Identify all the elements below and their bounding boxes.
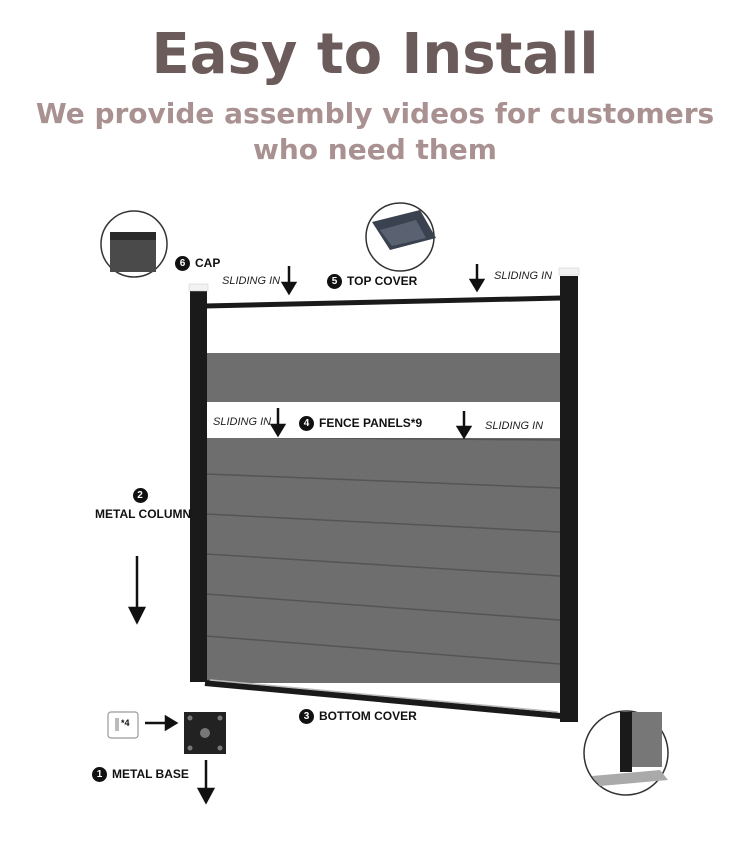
page-title: Easy to Install (151, 22, 599, 87)
sliding-in-top-right: SLIDING IN (494, 270, 553, 282)
subtitle-line-1: We provide assembly videos for customers (35, 97, 715, 130)
sliding-in-mid-left: SLIDING IN (213, 416, 272, 428)
left-cap (188, 283, 209, 292)
panel-seams (205, 436, 561, 665)
right-column (560, 276, 578, 722)
metal-column-label: 2 METAL COLUMN (95, 488, 192, 522)
cap-detail-circle (100, 210, 168, 278)
sliding-in-mid-right: SLIDING IN (485, 420, 544, 432)
screw-icon (107, 711, 139, 739)
page-subtitle: We provide assembly videos for customers… (30, 96, 720, 168)
top-gap (206, 304, 560, 352)
bottom-cover-bar (204, 680, 562, 719)
metal-base-plate (184, 712, 226, 754)
right-arrow (145, 714, 179, 732)
sliding-gap (206, 402, 560, 438)
metal-base-number: 1 (92, 767, 107, 783)
screw-count: *4 (121, 718, 130, 728)
left-column (190, 290, 207, 682)
metal-column-number: 2 (132, 488, 148, 504)
top-cover-number: 5 (327, 274, 342, 290)
down-arrows (127, 264, 486, 805)
top-cover-detail-circle (365, 202, 436, 272)
top-cover-bar (204, 295, 562, 309)
sliding-in-top-left: SLIDING IN (222, 275, 281, 287)
subtitle-line-2: who need them (253, 133, 497, 166)
bottom-cover-number: 3 (299, 709, 314, 725)
fence-panels-number: 4 (299, 416, 314, 432)
base-detail-circle (583, 710, 669, 796)
right-cap (558, 267, 580, 276)
cap-number: 6 (175, 256, 190, 272)
